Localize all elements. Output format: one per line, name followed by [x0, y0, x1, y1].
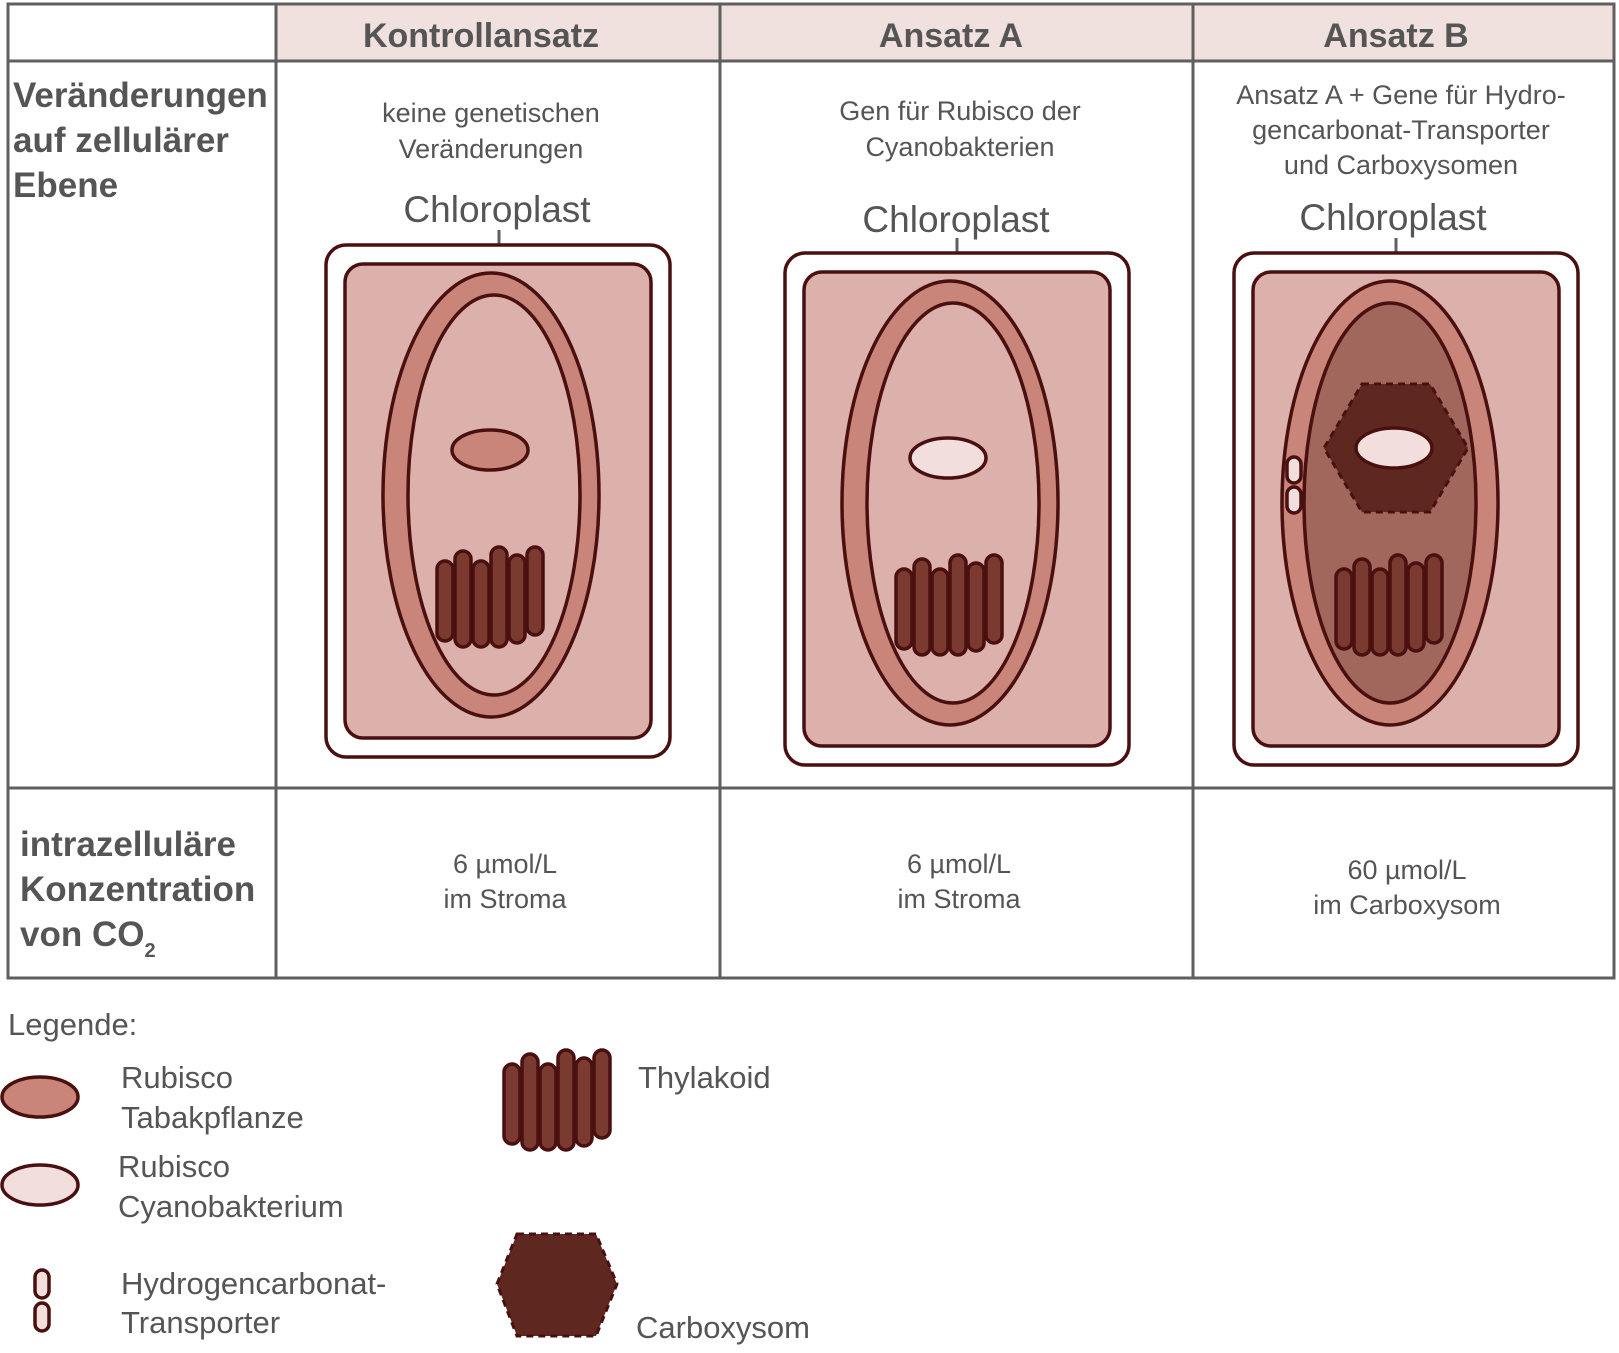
thylakoid-bar: [948, 553, 968, 657]
legend-item-transporter: Hydrogencarbonat- Transporter: [33, 1266, 386, 1340]
rubisco-tabak-icon: [0, 1075, 80, 1119]
table-grid: [6, 2, 1616, 980]
chloroplast-label-a: Chloroplast: [862, 199, 1050, 240]
thylakoid-bar: [894, 567, 914, 651]
thylakoid-bar: [1370, 567, 1390, 657]
row2-label-line3: von CO2: [20, 915, 156, 962]
rubisco-cyano-icon: [0, 1163, 80, 1207]
legend-item-rubisco-tabak: Rubisco Tabakpflanze: [0, 1060, 304, 1135]
carboxysome-icon: [495, 1232, 619, 1338]
thylakoid-bar: [1388, 553, 1408, 657]
transporter-icon: [1285, 455, 1303, 485]
rubisco-tabak-icon: [450, 428, 530, 472]
description-control: keine genetischen Veränderungen: [382, 98, 600, 164]
row1-label-line2: auf zellulärer: [13, 121, 229, 160]
thylakoid-bar: [489, 545, 509, 649]
cell-ansatz-b: [1232, 238, 1580, 767]
thylakoid-bar: [1334, 567, 1354, 651]
svg-text:im Carboxysom: im Carboxysom: [1313, 890, 1501, 920]
concentration-control: 6 µmol/L im Stroma: [443, 849, 567, 914]
chloroplast-label-b: Chloroplast: [1299, 197, 1487, 238]
svg-text:Rubisco: Rubisco: [121, 1060, 233, 1095]
transporter-icon: [33, 1268, 51, 1333]
cell-control: [324, 230, 672, 759]
svg-text:Cyanobakterien: Cyanobakterien: [865, 132, 1054, 162]
legend-item-rubisco-cyano: Rubisco Cyanobakterium: [0, 1149, 344, 1224]
thylakoid-bar: [453, 549, 473, 649]
thylakoid-bar: [507, 553, 527, 645]
thylakoid-bar: [984, 553, 1004, 645]
thylakoid-bar: [520, 1052, 540, 1152]
svg-text:im Stroma: im Stroma: [443, 884, 567, 914]
svg-text:keine genetischen: keine genetischen: [382, 98, 600, 128]
thylakoid-bar: [502, 1062, 522, 1146]
thylakoid-bar: [435, 559, 455, 643]
header-kontrollansatz: Kontrollansatz: [363, 17, 599, 55]
svg-text:6 µmol/L: 6 µmol/L: [907, 849, 1011, 879]
rubisco-cyano-icon: [1354, 426, 1434, 470]
row-label-cellular: Veränderungen auf zellulärer Ebene: [13, 76, 268, 205]
thylakoid-bar: [538, 1062, 558, 1152]
svg-text:gencarbonat-Transporter: gencarbonat-Transporter: [1252, 115, 1550, 145]
concentration-b: 60 µmol/L im Carboxysom: [1313, 855, 1501, 920]
row1-label-line3: Ebene: [13, 166, 118, 205]
legend-title: Legende:: [8, 1007, 137, 1042]
thylakoid-bar: [930, 567, 950, 657]
thylakoid-bar: [592, 1048, 612, 1140]
svg-text:Hydrogencarbonat-: Hydrogencarbonat-: [121, 1266, 386, 1301]
svg-text:Ansatz A + Gene für Hydro-: Ansatz A + Gene für Hydro-: [1236, 80, 1565, 110]
row2-label-line2: Konzentration: [20, 870, 255, 909]
chloroplast-label-control: Chloroplast: [403, 189, 591, 230]
thylakoid-bar: [1352, 557, 1372, 657]
header-ansatz-b: Ansatz B: [1323, 17, 1468, 55]
row1-label-line1: Veränderungen: [13, 76, 268, 115]
header-bg-a: [720, 4, 1193, 61]
thylakoid-bar: [574, 1056, 594, 1148]
svg-text:Gen für Rubisco der: Gen für Rubisco der: [839, 96, 1081, 126]
legend-item-carboxysome: Carboxysom: [495, 1232, 810, 1345]
thylakoid-bar: [1424, 553, 1444, 645]
cell-ansatz-a: [783, 238, 1131, 767]
svg-text:Veränderungen: Veränderungen: [399, 134, 584, 164]
svg-text:und Carboxysomen: und Carboxysomen: [1284, 150, 1518, 180]
row-label-co2: intrazelluläre Konzentration von CO2: [20, 825, 255, 962]
header-ansatz-a: Ansatz A: [879, 17, 1023, 55]
svg-text:60 µmol/L: 60 µmol/L: [1347, 855, 1466, 885]
svg-text:Tabakpflanze: Tabakpflanze: [121, 1100, 304, 1135]
thylakoid-bar: [966, 561, 986, 653]
svg-text:Transporter: Transporter: [121, 1305, 280, 1340]
thylakoid-icon: [502, 1048, 612, 1152]
description-a: Gen für Rubisco der Cyanobakterien: [839, 96, 1081, 162]
svg-text:im Stroma: im Stroma: [897, 884, 1021, 914]
transporter-icon: [1285, 485, 1303, 515]
thylakoid-bar: [1406, 561, 1426, 653]
svg-text:Rubisco: Rubisco: [118, 1149, 230, 1184]
row2-label-line1: intrazelluläre: [20, 825, 236, 864]
svg-text:6 µmol/L: 6 µmol/L: [453, 849, 557, 879]
header-bg-control: [276, 4, 720, 61]
thylakoid-bar: [556, 1048, 576, 1152]
rubisco-cyano-icon: [908, 436, 988, 480]
thylakoid-bar: [525, 545, 545, 637]
concentration-a: 6 µmol/L im Stroma: [897, 849, 1021, 914]
thylakoid-bar: [471, 559, 491, 649]
svg-text:Cyanobakterium: Cyanobakterium: [118, 1189, 344, 1224]
header-bg-b: [1193, 4, 1614, 61]
thylakoid-bar: [912, 557, 932, 657]
description-b: Ansatz A + Gene für Hydro- gencarbonat-T…: [1236, 80, 1565, 180]
legend-item-thylakoid: Thylakoid: [502, 1048, 771, 1152]
svg-text:Carboxysom: Carboxysom: [636, 1310, 810, 1345]
svg-text:Thylakoid: Thylakoid: [638, 1060, 771, 1095]
